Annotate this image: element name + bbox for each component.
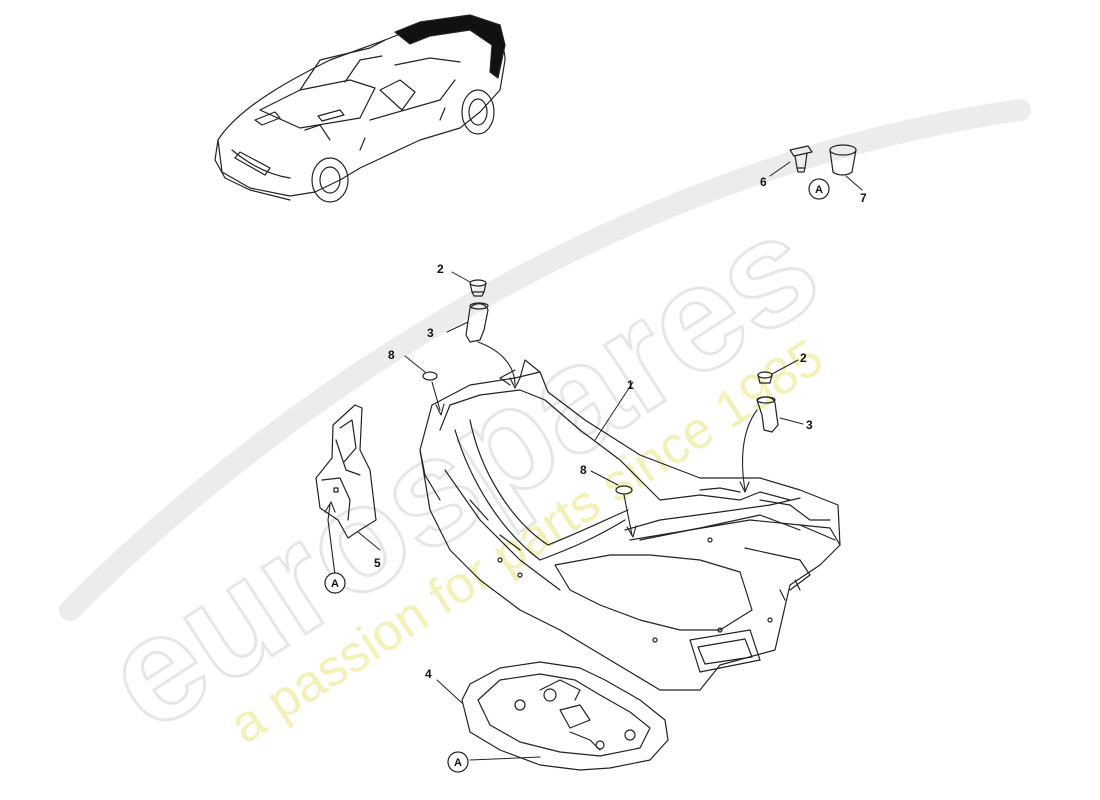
ref-marker-a-top: A <box>808 178 830 200</box>
callout-3: 3 <box>806 418 813 432</box>
callout-6: 6 <box>760 175 767 189</box>
side-trim-icon <box>315 404 377 539</box>
arrows <box>324 341 758 576</box>
callout-2: 2 <box>800 351 807 365</box>
plug-icon <box>829 144 857 176</box>
leader-lines <box>357 161 863 761</box>
callout-8: 8 <box>580 463 587 477</box>
ref-label-a: A <box>331 578 339 590</box>
ref-label-a: A <box>815 184 823 196</box>
callout-2: 2 <box>437 262 444 276</box>
plug-icon <box>615 485 633 495</box>
ref-marker-a-left: A <box>324 572 346 594</box>
callout-5: 5 <box>374 556 381 570</box>
callout-4: 4 <box>425 667 432 681</box>
car-convertible-icon <box>214 17 506 203</box>
callout-1: 1 <box>627 378 634 392</box>
callout-3: 3 <box>427 326 434 340</box>
ref-marker-a-bottom: A <box>447 751 469 773</box>
clip-icon <box>789 145 813 173</box>
tray-icon <box>461 661 669 771</box>
ref-label-a: A <box>454 757 462 769</box>
callout-7: 7 <box>860 191 867 205</box>
boot-liner-icon <box>419 359 841 691</box>
drain-hose-icon <box>465 302 489 343</box>
grommet-icon <box>469 279 487 297</box>
grommet-icon <box>757 371 773 384</box>
drain-hose-icon <box>756 396 779 433</box>
plug-icon <box>422 371 438 381</box>
boot-area-highlight <box>394 14 506 79</box>
callout-8: 8 <box>388 348 395 362</box>
